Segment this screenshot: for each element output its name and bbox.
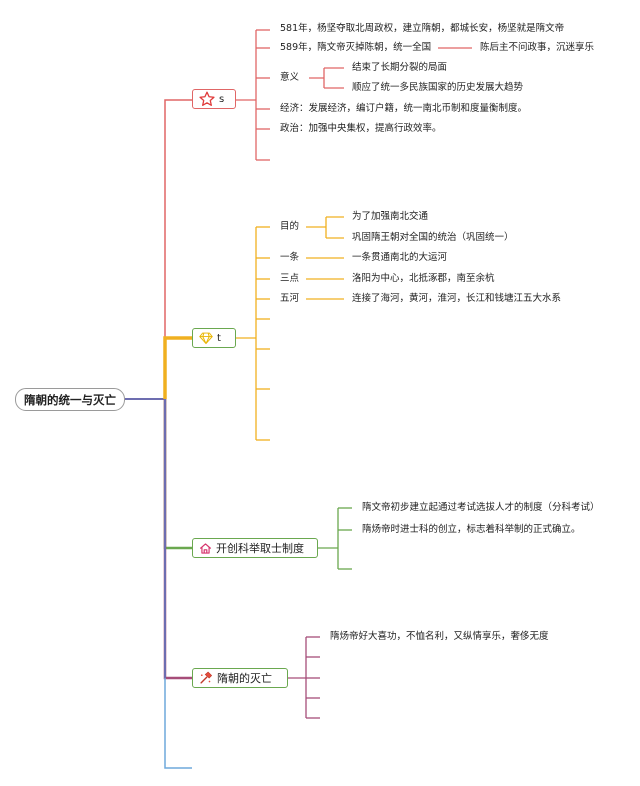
- b2-three-points-value: 洛阳为中心，北抵涿郡，南至余杭: [352, 273, 495, 284]
- b2-one-line-value: 一条贯通南北的大运河: [352, 252, 448, 263]
- b2-five-rivers-value: 连接了海河，黄河，淮河，长江和钱塘江五大水系: [352, 293, 562, 304]
- branch-1-label: s: [219, 93, 225, 105]
- b1-significance-a: 结束了长期分裂的局面: [352, 62, 448, 73]
- gem-icon: [199, 332, 213, 345]
- trunk-to-b3: [163, 399, 192, 550]
- branch-3-node[interactable]: 开创科举取士制度: [192, 538, 318, 558]
- branch-2-node[interactable]: t: [192, 328, 236, 348]
- b2-purpose-b: 巩固隋王朝对全国的统治（巩固统一）: [352, 232, 514, 243]
- b1-item-politics: 政治：加强中央集权，提高行政效率。: [280, 123, 442, 134]
- trunk-to-b1: [164, 99, 192, 399]
- branch-4-node[interactable]: 隋朝的灭亡: [192, 668, 288, 688]
- root-topic[interactable]: 隋朝的统一与灭亡: [15, 388, 125, 411]
- b2-item-three-points: 三点: [280, 273, 300, 284]
- branch-3-label: 开创科举取士制度: [216, 542, 304, 555]
- b2-item-five-rivers: 五河: [280, 293, 300, 304]
- branch-1-node[interactable]: s: [192, 89, 236, 109]
- b2-item-purpose: 目的: [280, 221, 300, 232]
- trunk-to-b4: [163, 399, 192, 680]
- branch-4-label: 隋朝的灭亡: [217, 672, 272, 685]
- b2-item-one-line: 一条: [280, 252, 300, 263]
- branch4-connectors: [288, 636, 320, 719]
- branch3-connectors: [318, 507, 352, 570]
- b1-item-economy: 经济：发展经济，编订户籍，统一南北币制和度量衡制度。: [280, 103, 528, 114]
- b1-item-founding: 581年，杨坚夺取北周政权，建立隋朝，都城长安，杨坚就是隋文帝: [280, 23, 565, 34]
- trunk-to-tail: [164, 399, 192, 769]
- b1-item-unification: 589年，隋文帝灭掉陈朝，统一全国: [280, 42, 432, 53]
- branch2-connectors: [236, 216, 344, 441]
- b1-item-significance: 意义: [280, 72, 300, 83]
- trunk-to-b2: [163, 336, 192, 399]
- b3-item-jinshi: 隋炀帝时进士科的创立，标志着科举制的正式确立。: [362, 524, 581, 535]
- house-icon: [199, 542, 212, 554]
- b4-item-yangdi: 隋炀帝好大喜功，不恤名利，又纵情享乐，奢侈无度: [330, 631, 549, 642]
- b1-item-chen-note: 陈后主不问政事，沉迷享乐: [480, 42, 595, 53]
- branch-2-label: t: [217, 332, 221, 344]
- b2-purpose-a: 为了加强南北交通: [352, 211, 429, 222]
- b1-significance-b: 顺应了统一多民族国家的历史发展大趋势: [352, 82, 524, 93]
- branch1-connectors: [236, 29, 472, 161]
- b3-item-exam-origin: 隋文帝初步建立起通过考试选拔人才的制度（分科考试）: [362, 502, 600, 513]
- hammer-icon: [200, 671, 213, 684]
- star-icon: [199, 91, 215, 106]
